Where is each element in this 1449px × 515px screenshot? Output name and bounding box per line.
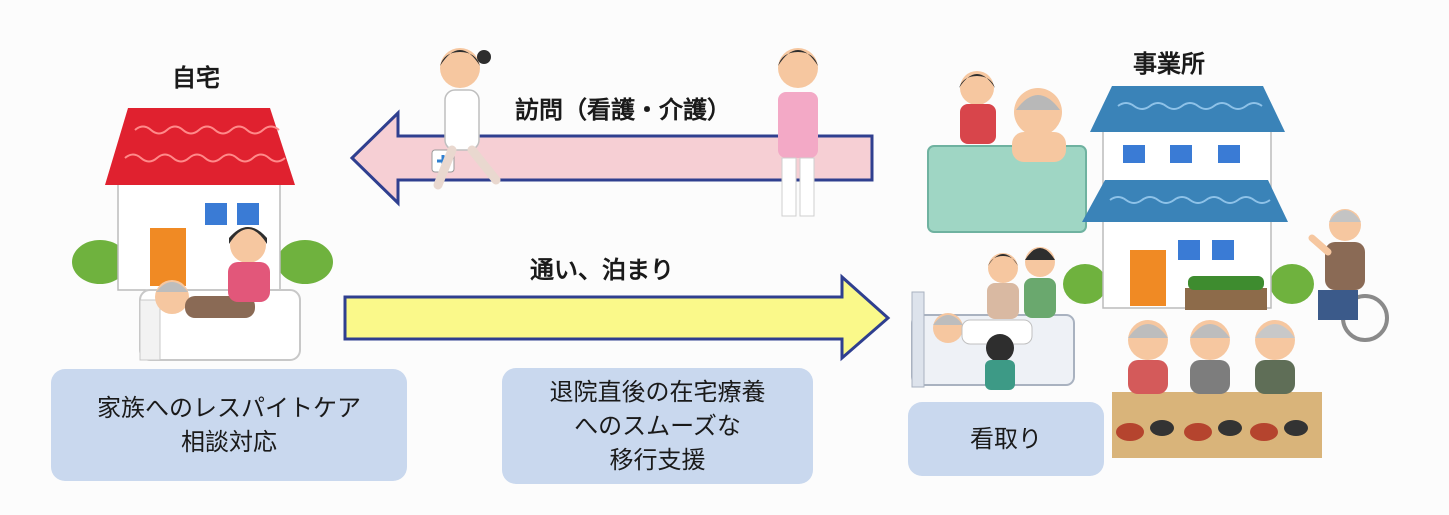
home-support-box: 家族へのレスパイトケア 相談対応 [51, 369, 407, 481]
standing-nurse-illustration [778, 48, 818, 217]
stay-arrow-label: 通い、泊まり [530, 256, 674, 284]
home-support-line-1: 家族へのレスパイトケア [97, 394, 361, 422]
transition-line-2: へのスムーズな [574, 412, 741, 440]
end-of-life-label: 看取り [970, 425, 1042, 453]
home-support-line-2: 相談対応 [181, 428, 277, 456]
end-of-life-box: 看取り [908, 402, 1104, 476]
transition-line-3: 移行支援 [609, 446, 706, 474]
transition-line-1: 退院直後の在宅療養 [549, 378, 766, 406]
home-illustration [72, 108, 333, 361]
visit-arrow-shape [349, 109, 874, 207]
visiting-nurse-illustration [431, 48, 501, 190]
visit-arrow-label: 訪問（看護・介護） [515, 96, 731, 124]
facility-illustration [911, 71, 1389, 458]
home-title: 自宅 [172, 64, 220, 92]
transition-support-box: 退院直後の在宅療養 へのスムーズな 移行支援 [502, 368, 813, 484]
stay-arrow-shape [343, 273, 891, 362]
facility-title: 事業所 [1133, 50, 1205, 78]
